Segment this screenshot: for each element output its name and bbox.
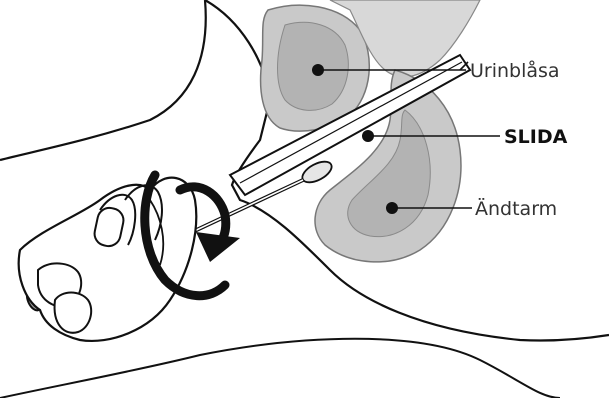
hand-illustration	[19, 178, 197, 341]
lower-outline	[0, 339, 560, 398]
label-vagina: SLIDA	[504, 126, 568, 148]
rectum-dot	[386, 202, 398, 214]
bladder-inner	[278, 22, 349, 110]
vagina-dot	[362, 130, 374, 142]
label-rectum: Ändtarm	[475, 197, 557, 220]
label-bladder: Urinblåsa	[470, 59, 560, 82]
back-outline	[0, 0, 206, 160]
bladder-dot	[312, 64, 324, 76]
